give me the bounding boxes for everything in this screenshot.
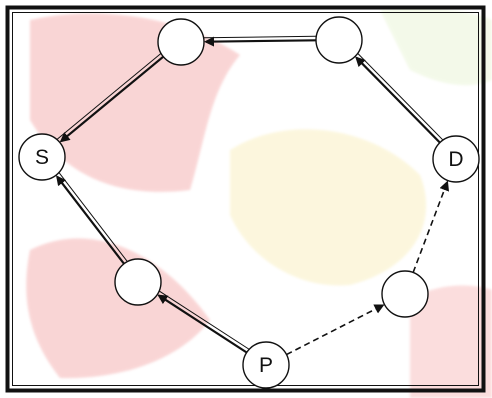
nodes-group: S D P xyxy=(18,16,480,389)
edge-P-to-lower-left xyxy=(157,290,250,354)
edge-rail xyxy=(159,290,250,350)
node-S: S xyxy=(18,133,66,181)
edge-lower-right-to-D xyxy=(412,180,450,273)
node-circle xyxy=(432,135,480,183)
edge-top-right-to-top-left xyxy=(203,35,317,47)
node-circle xyxy=(242,341,290,389)
edge-arrow xyxy=(56,175,125,265)
node-circle xyxy=(18,133,66,181)
edge-top-left-to-S xyxy=(56,53,164,143)
node-circle xyxy=(381,270,429,318)
edge-rail xyxy=(58,172,128,262)
edge-arrow xyxy=(355,56,441,144)
edges-group xyxy=(56,35,450,356)
node-top-right xyxy=(315,16,363,64)
edge-arrow xyxy=(157,294,248,354)
node-D: D xyxy=(432,135,480,183)
node-lower-right xyxy=(381,270,429,318)
node-label: P xyxy=(259,354,273,377)
edge-arrow xyxy=(59,55,164,143)
node-circle xyxy=(315,16,363,64)
node-circle xyxy=(114,258,162,306)
node-label: S xyxy=(35,146,49,169)
edge-D-to-top-right xyxy=(355,53,444,144)
frame xyxy=(5,5,486,393)
node-P: P xyxy=(242,341,290,389)
edge-arrow xyxy=(286,304,385,356)
edge-arrow xyxy=(412,180,450,273)
node-lower-left xyxy=(114,258,162,306)
node-circle xyxy=(157,18,205,66)
edge-rail xyxy=(203,35,316,39)
edge-rail xyxy=(56,53,162,140)
edge-lower-left-to-S xyxy=(56,172,128,265)
watermark-dragon xyxy=(26,8,492,398)
node-top-left xyxy=(157,18,205,66)
edge-P-to-lower-right xyxy=(286,304,385,356)
node-label: D xyxy=(448,148,463,171)
edge-arrow xyxy=(203,36,317,47)
edge-rail xyxy=(357,53,444,141)
